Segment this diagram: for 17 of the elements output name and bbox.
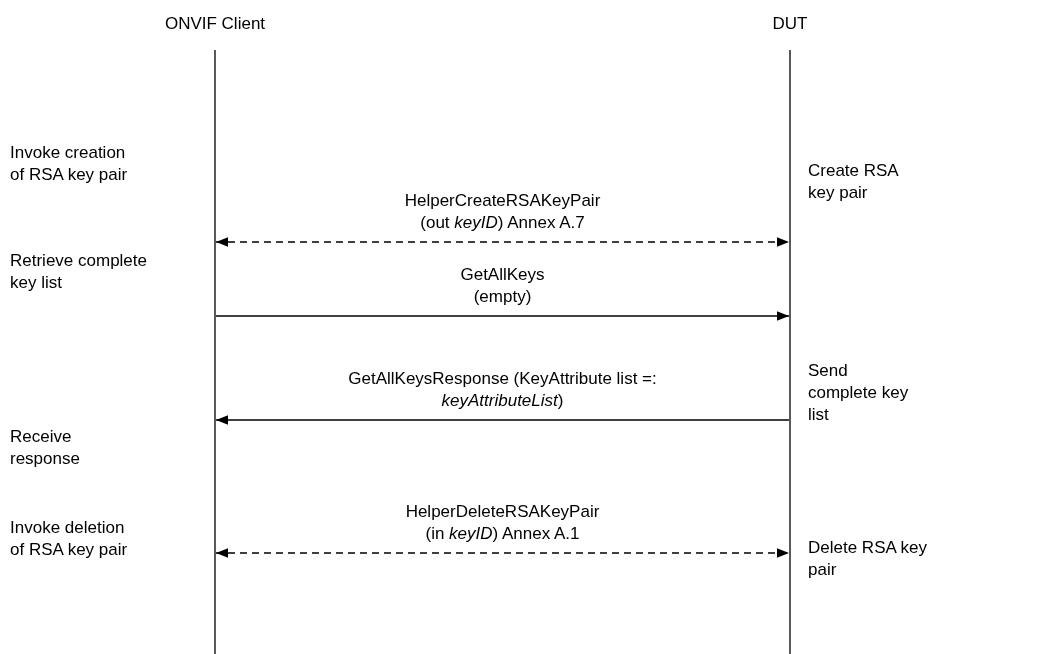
step-note: Receive response [10, 426, 81, 470]
message-arrow [215, 415, 790, 425]
message-label: GetAllKeysResponse (KeyAttribute list =: keyAttributeList) [347, 368, 658, 412]
participant-name: ONVIF Client [163, 14, 267, 34]
message-arrow [215, 311, 790, 321]
message-label: HelperCreateRSAKeyPair (out keyID) Annex A.7 [403, 190, 602, 234]
step-note: Invoke deletion of RSA key pair [10, 517, 129, 561]
step-note: Create RSA key pair [808, 160, 900, 204]
step-note: Send complete key list [808, 360, 910, 426]
message-label: HelperDeleteRSAKeyPair (in keyID) Annex A.1 [404, 501, 601, 545]
message-arrow [215, 237, 790, 247]
step-note: Retrieve complete key list [10, 250, 148, 294]
step-note: Invoke creation of RSA key pair [10, 142, 129, 186]
message-arrow [215, 548, 790, 558]
message-label: GetAllKeys (empty) [459, 264, 546, 308]
participant-name: DUT [771, 14, 809, 34]
step-note: Delete RSA key pair [808, 537, 929, 581]
